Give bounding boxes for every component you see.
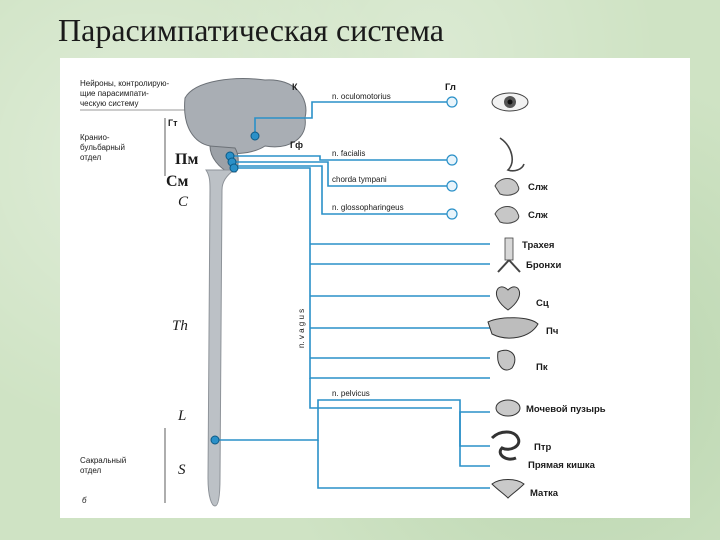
pelvic-line-uterus <box>317 440 490 489</box>
organ-label-slzh1: Слж <box>528 182 548 193</box>
organ-salivary-gland-2 <box>494 206 520 224</box>
organ-label-sc: Сц <box>536 298 549 309</box>
organ-nose <box>499 137 525 172</box>
mark-k: К <box>292 82 298 92</box>
vagus-branch-lower <box>309 378 452 409</box>
sacral-note-line2: отдел <box>80 466 102 475</box>
nerve-facialis: n. facialis <box>332 149 365 158</box>
organ-label-pk: Пк <box>536 362 548 373</box>
pelvic-line-bladder <box>459 411 490 446</box>
pelvic-line-rectum <box>459 446 490 467</box>
segment-l: L <box>177 408 186 424</box>
nucleus-1 <box>250 131 260 141</box>
organ-heart <box>496 286 520 311</box>
sacral-note-line1: Сакральный <box>80 456 126 465</box>
organ-intestine <box>490 430 521 461</box>
vagus-trunk <box>236 167 490 379</box>
organ-uterus <box>491 479 525 499</box>
chorda-line <box>232 161 452 187</box>
segment-c: C <box>178 194 189 210</box>
organ-label-uterus: Матка <box>530 488 559 499</box>
mark-sm: См <box>166 173 189 190</box>
figure-letter: б <box>82 496 87 505</box>
organ-trachea <box>497 237 521 273</box>
diagram-svg: Нейроны, контролирую- щие парасимпати- ч… <box>80 78 606 507</box>
parasympathetic-diagram: Нейроны, контролирую- щие парасимпати- ч… <box>60 58 690 518</box>
nerve-chorda: chorda tympani <box>332 175 387 184</box>
ganglion-pterygopalatine <box>446 154 458 166</box>
mark-pm: Пм <box>175 151 198 168</box>
organ-label-slzh2: Слж <box>528 210 548 221</box>
pelvic-line <box>215 399 490 447</box>
cranio-note-line3: отдел <box>80 153 102 162</box>
organ-liver <box>487 317 539 339</box>
organ-label-rectum: Прямая кишка <box>528 460 596 471</box>
glosso-line <box>234 165 452 215</box>
facial-line <box>230 155 452 161</box>
nerve-vagus: n. v a g u s <box>297 309 306 348</box>
organ-label-bronchi: Бронхи <box>526 260 561 271</box>
ganglion-ciliary <box>446 96 458 108</box>
spinal-cord <box>205 169 236 507</box>
neurons-note-line1: Нейроны, контролирую- <box>80 79 170 88</box>
cranio-note-line2: бульбарный <box>80 143 125 152</box>
organ-pancreas <box>497 349 516 371</box>
cranio-note-line1: Кранио- <box>80 133 110 142</box>
mark-gt: Гт <box>168 118 178 128</box>
neurons-note-line2: щие парасимпати- <box>80 89 149 98</box>
ganglion-otic <box>446 208 458 220</box>
organ-salivary-gland-1 <box>494 178 520 196</box>
organ-bladder <box>495 399 521 417</box>
ganglion-submandibular <box>446 180 458 192</box>
segment-th: Th <box>172 318 188 334</box>
organ-label-gl: Гл <box>445 82 456 93</box>
neurons-note-line3: ческую систему <box>80 99 139 108</box>
organ-label-bladder: Мочевой пузырь <box>526 404 606 415</box>
segment-s: S <box>178 462 186 478</box>
organ-label-pch: Пч <box>546 326 558 337</box>
nerve-pelvicus: n. pelvicus <box>332 389 370 398</box>
nerve-oculomotorius: n. oculomotorius <box>332 92 391 101</box>
mark-gf: Гф <box>290 140 303 150</box>
organ-eye <box>491 92 529 112</box>
organ-label-trachea: Трахея <box>522 240 554 251</box>
nucleus-4 <box>229 163 239 173</box>
brain-shape <box>184 78 307 154</box>
oculomotor-line <box>254 101 452 136</box>
slide-title: Парасимпатическая система <box>58 12 444 48</box>
sacral-nucleus <box>210 435 220 445</box>
nerve-glosso: n. glossopharingeus <box>332 203 404 212</box>
organ-label-ptr: Птр <box>534 442 551 453</box>
